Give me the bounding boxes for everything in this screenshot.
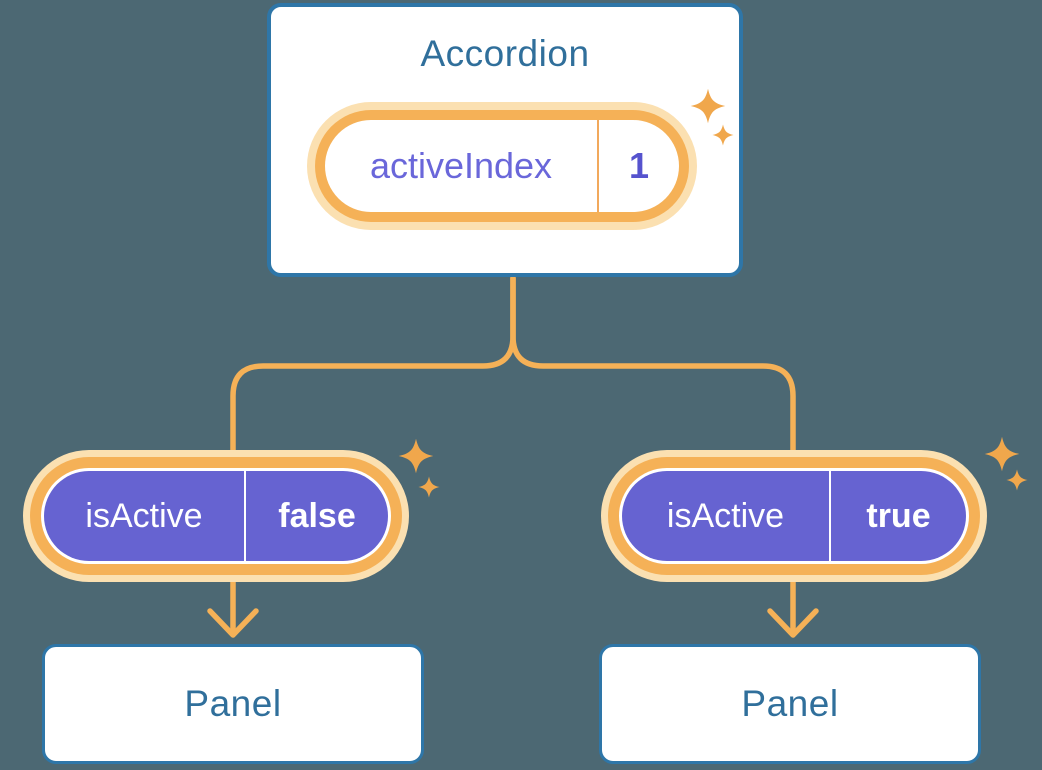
panel-title: Panel (184, 683, 282, 724)
state-value-label: 1 (628, 145, 650, 186)
sparkle-icon (712, 124, 734, 146)
panel-card-left: Panel (42, 644, 424, 764)
prop-pill-isactive-false: isActive false (23, 450, 409, 582)
panel-card-right: Panel (599, 644, 981, 764)
state-pill-body: activeIndex 1 (325, 120, 679, 212)
sparkle-icon (418, 476, 440, 498)
prop-value-label: true (866, 496, 931, 535)
sparkle-icon (984, 436, 1020, 472)
state-pill: activeIndex 1 (307, 102, 697, 230)
prop-pill-body: isActive true (622, 471, 966, 561)
prop-pill-ring: isActive true (608, 457, 980, 575)
prop-pill-gap: isActive false (41, 468, 391, 564)
state-pill-ring: activeIndex 1 (315, 110, 689, 222)
accordion-component-card: Accordion activeIndex 1 (267, 3, 743, 277)
sparkle-icon (690, 88, 726, 124)
prop-name-label: isActive (666, 496, 785, 535)
arrowhead-left-icon (207, 608, 259, 638)
accordion-title: Accordion (420, 33, 590, 74)
prop-pill-body: isActive false (44, 471, 388, 561)
prop-pill-divider (829, 471, 831, 561)
prop-pill-divider (244, 471, 246, 561)
state-pill-divider (597, 120, 599, 212)
prop-value-label: false (278, 496, 356, 535)
state-name-label: activeIndex (369, 145, 553, 186)
prop-pill-gap: isActive true (619, 468, 969, 564)
prop-name-label: isActive (85, 496, 203, 535)
sparkle-icon (1006, 469, 1028, 491)
sparkle-icon (398, 438, 434, 474)
panel-title: Panel (741, 683, 839, 724)
prop-pill-isactive-true: isActive true (601, 450, 987, 582)
arrowhead-right-icon (767, 608, 819, 638)
prop-pill-ring: isActive false (30, 457, 402, 575)
